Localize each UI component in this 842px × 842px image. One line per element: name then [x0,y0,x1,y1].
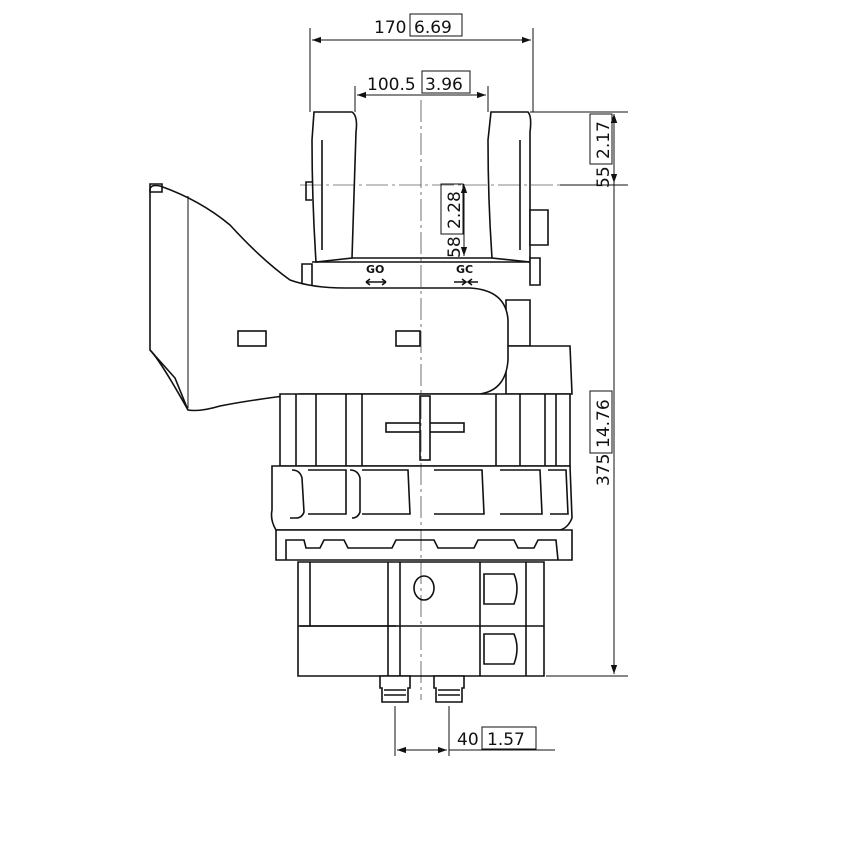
svg-text:3.96: 3.96 [425,75,463,95]
svg-text:2.17: 2.17 [594,121,614,159]
svg-text:40: 40 [457,730,479,750]
dim-top-offset: 55 2.17 [530,111,628,188]
dim-port-spacing: 40 1.57 [394,706,555,756]
motor-band [270,465,573,561]
svg-text:1.57: 1.57 [487,730,525,750]
hanger-fork [301,111,549,347]
valve-block [297,561,545,677]
dim-overall-height: 375 14.76 [546,114,628,677]
svg-text:100.5: 100.5 [367,75,416,95]
svg-text:6.69: 6.69 [414,18,452,38]
dim-gap-depth: 58 2.28 [440,183,468,258]
dim-gap-width: 100.5 3.96 [354,70,489,112]
svg-text:375: 375 [594,454,614,486]
upper-housing [279,393,571,467]
hydraulic-fittings [379,675,465,703]
svg-text:170: 170 [374,18,406,38]
svg-text:2.28: 2.28 [445,191,465,229]
svg-text:GC: GC [456,263,473,276]
rotator-collar [505,345,573,395]
gc-marking: GC [454,263,478,286]
svg-text:14.76: 14.76 [594,399,614,448]
svg-text:55: 55 [594,166,614,188]
svg-text:GO: GO [366,263,384,276]
svg-text:58: 58 [445,236,465,258]
go-marking: GO [365,263,387,286]
bracket-slot-left [237,330,267,347]
rotator-part: GO GC [149,111,573,703]
dim-overall-width: 170 6.69 [309,13,534,112]
side-bracket [149,184,509,412]
bracket-slot-center [395,330,421,347]
center-lines [300,100,560,700]
